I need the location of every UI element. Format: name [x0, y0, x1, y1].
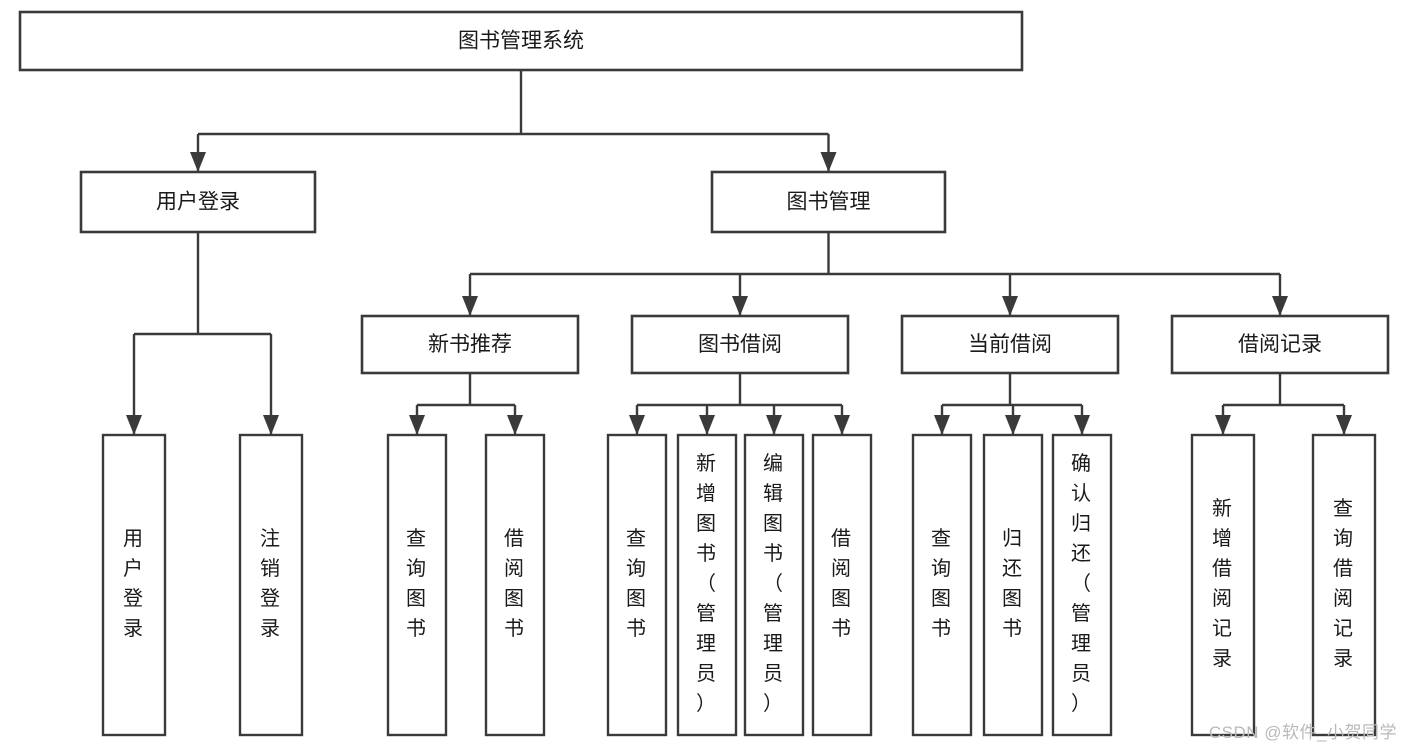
level3-node-2-label: 当前借阅	[968, 333, 1052, 356]
root-node-book-management-system[interactable]: 图书管理系统	[18, 10, 1024, 72]
leaf-node-4-box[interactable]	[606, 433, 668, 737]
l3-2-arrow-2	[1074, 415, 1090, 435]
leaf-node-5-label: 新增图书（管理员）	[696, 452, 718, 715]
leaf-node-8[interactable]: 查询图书	[911, 433, 973, 737]
level2-node-0[interactable]: 用户登录	[79, 170, 317, 234]
l3-1-arrow-0	[629, 415, 645, 435]
leaf-node-9[interactable]: 归还图书	[982, 433, 1044, 737]
level3-node-2-box[interactable]	[900, 314, 1120, 375]
leaf-node-10-box[interactable]	[1051, 433, 1113, 737]
connector-layer	[126, 70, 1352, 435]
l3-3-arrow-0	[1215, 415, 1231, 435]
l3-0-arrow-0	[409, 415, 425, 435]
level3-node-3[interactable]: 借阅记录	[1170, 314, 1390, 375]
level2-node-0-label: 用户登录	[156, 191, 240, 214]
l3-1-arrow-1	[699, 415, 715, 435]
leaf-node-6[interactable]: 编辑图书（管理员）	[743, 433, 805, 737]
l3-2-arrow-1	[1005, 415, 1021, 435]
leaf-node-11-box[interactable]	[1190, 433, 1256, 737]
l3-0-arrow-1	[507, 415, 523, 435]
level3-node-1[interactable]: 图书借阅	[630, 314, 850, 375]
leaf-node-8-label: 查询图书	[931, 527, 953, 640]
leaf-node-0-label: 用户登录	[123, 528, 145, 640]
leaf-node-1-box[interactable]	[238, 433, 304, 737]
leaf-node-3-label: 借阅图书	[504, 527, 526, 640]
l3-1-arrow-2	[766, 415, 782, 435]
book-mgmt-arrow-2	[1002, 296, 1018, 316]
level2-node-0-box[interactable]	[79, 170, 317, 234]
level3-node-1-label: 图书借阅	[698, 333, 782, 356]
leaf-node-10[interactable]: 确认归还（管理员）	[1051, 433, 1113, 737]
leaf-node-12-label: 查询借阅记录	[1333, 497, 1355, 670]
login-arrow-1	[263, 415, 279, 435]
leaf-node-11-label: 新增借阅记录	[1212, 497, 1234, 670]
leaf-node-9-box[interactable]	[982, 433, 1044, 737]
level3-node-0-label: 新书推荐	[428, 333, 512, 356]
leaf-node-4-label: 查询图书	[626, 527, 648, 640]
leaf-node-10-label: 确认归还（管理员）	[1071, 452, 1093, 715]
leaf-node-1-label: 注销登录	[260, 527, 282, 640]
book-mgmt-arrow-0	[462, 296, 478, 316]
leaf-node-0-box[interactable]	[101, 433, 167, 737]
leaf-node-6-box[interactable]	[743, 433, 805, 737]
login-arrow-0	[126, 415, 142, 435]
leaf-node-3[interactable]: 借阅图书	[484, 433, 546, 737]
level2-node-1-box[interactable]	[710, 170, 947, 234]
l3-2-arrow-0	[934, 415, 950, 435]
leaf-node-7-label: 借阅图书	[831, 527, 853, 640]
level2-node-1-label: 图书管理	[787, 191, 871, 214]
leaf-node-2-box[interactable]	[386, 433, 448, 737]
leaf-node-2-label: 查询图书	[406, 527, 428, 640]
leaf-node-11[interactable]: 新增借阅记录	[1190, 433, 1256, 737]
node-layer: 图书管理系统用户登录图书管理新书推荐图书借阅当前借阅借阅记录用户登录注销登录查询…	[18, 10, 1390, 737]
level3-node-3-label: 借阅记录	[1238, 333, 1322, 356]
leaf-node-6-label: 编辑图书（管理员）	[763, 452, 785, 715]
leaf-node-5[interactable]: 新增图书（管理员）	[676, 433, 738, 737]
leaf-node-9-label: 归还图书	[1002, 527, 1024, 640]
watermark-label: CSDN @软件_小贺同学	[1208, 723, 1397, 742]
book-mgmt-arrow-3	[1272, 296, 1288, 316]
leaf-node-12[interactable]: 查询借阅记录	[1311, 433, 1377, 737]
l3-3-arrow-1	[1336, 415, 1352, 435]
root-arrow-0	[190, 152, 206, 172]
level3-node-2[interactable]: 当前借阅	[900, 314, 1120, 375]
leaf-node-3-box[interactable]	[484, 433, 546, 737]
leaf-node-5-box[interactable]	[676, 433, 738, 737]
book-mgmt-arrow-1	[732, 296, 748, 316]
leaf-node-7[interactable]: 借阅图书	[811, 433, 873, 737]
leaf-node-1[interactable]: 注销登录	[238, 433, 304, 737]
level2-node-1[interactable]: 图书管理	[710, 170, 947, 234]
level3-node-3-box[interactable]	[1170, 314, 1390, 375]
leaf-node-7-box[interactable]	[811, 433, 873, 737]
leaf-node-4[interactable]: 查询图书	[606, 433, 668, 737]
root-node-book-management-system-box[interactable]	[18, 10, 1024, 72]
leaf-node-0[interactable]: 用户登录	[101, 433, 167, 737]
root-arrow-1	[820, 152, 837, 172]
level3-node-0[interactable]: 新书推荐	[360, 314, 580, 375]
l3-1-arrow-3	[834, 415, 850, 435]
leaf-node-2[interactable]: 查询图书	[386, 433, 448, 737]
level3-node-0-box[interactable]	[360, 314, 580, 375]
leaf-node-12-box[interactable]	[1311, 433, 1377, 737]
level3-node-1-box[interactable]	[630, 314, 850, 375]
leaf-node-8-box[interactable]	[911, 433, 973, 737]
root-node-book-management-system-label: 图书管理系统	[458, 30, 584, 53]
